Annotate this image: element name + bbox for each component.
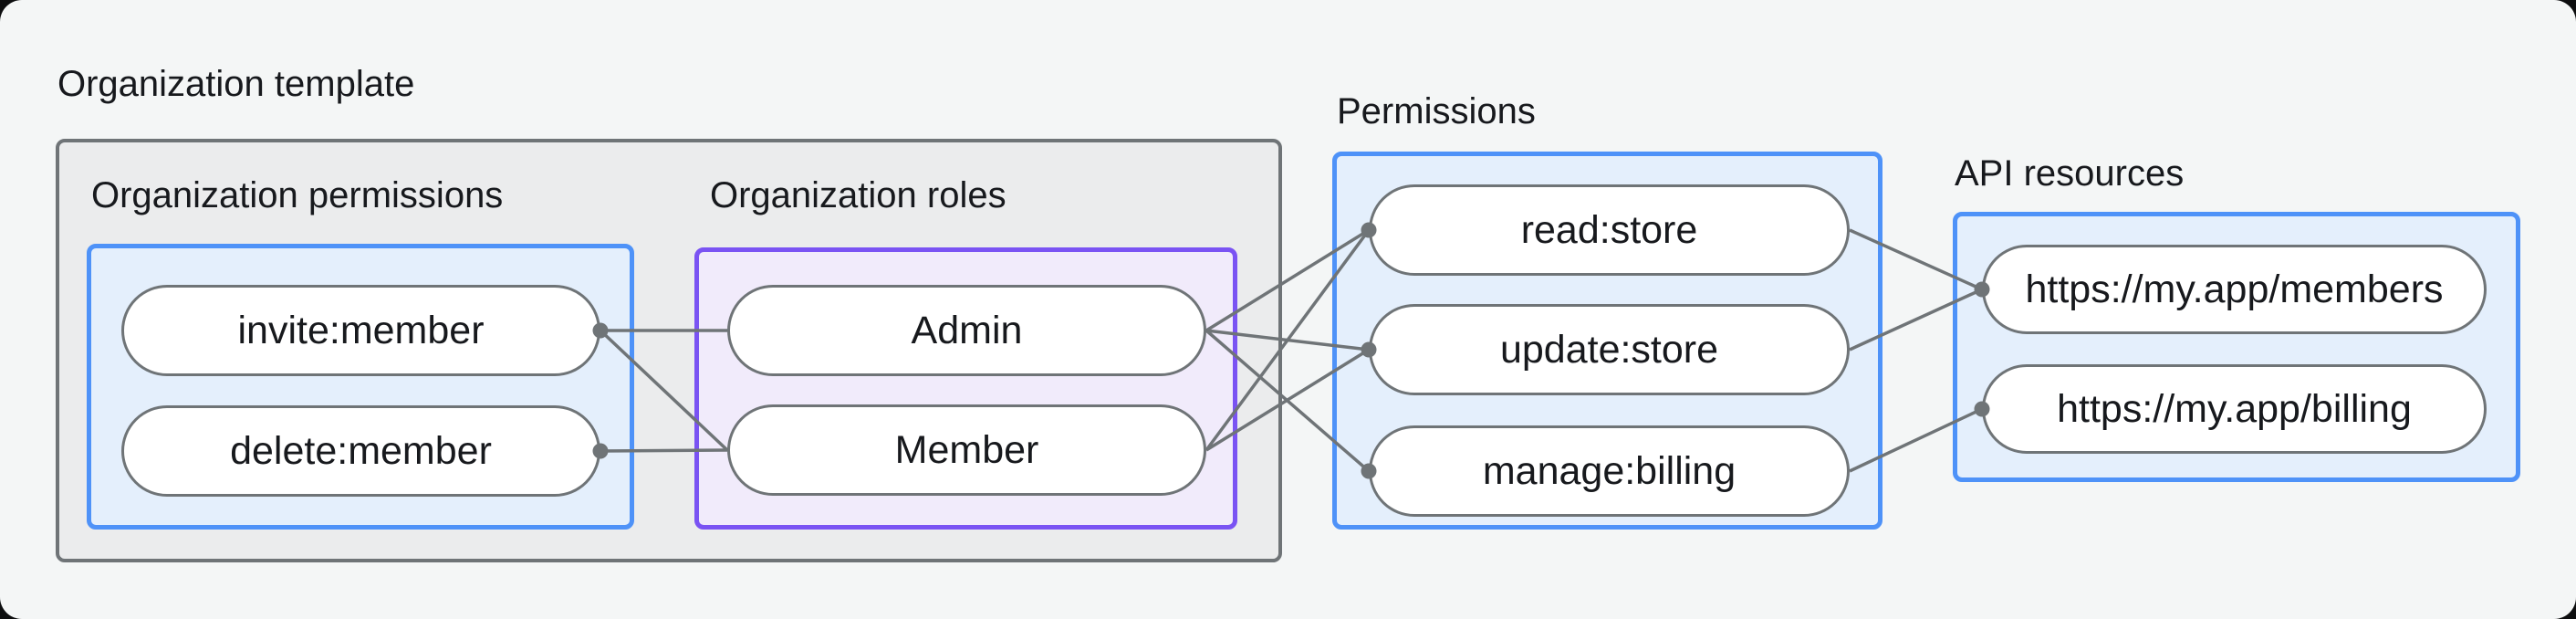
permissions-label: Permissions [1337, 91, 1536, 131]
node-api-billing-label: https://my.app/billing [2057, 386, 2412, 431]
org-roles-label: Organization roles [710, 175, 1006, 215]
node-update-store: update:store [1369, 304, 1850, 395]
node-api-members-label: https://my.app/members [2025, 267, 2444, 311]
node-read-store-label: read:store [1520, 207, 1698, 252]
node-delete-member: delete:member [121, 405, 600, 497]
node-update-store-label: update:store [1499, 327, 1719, 372]
node-api-members: https://my.app/members [1982, 245, 2487, 334]
node-admin-label: Admin [911, 308, 1023, 352]
node-invite-member-label: invite:member [237, 308, 485, 352]
node-read-store: read:store [1369, 184, 1850, 276]
org-template-label: Organization template [57, 64, 415, 104]
node-manage-billing: manage:billing [1369, 425, 1850, 517]
node-member: Member [727, 404, 1206, 496]
node-admin: Admin [727, 285, 1206, 376]
node-invite-member: invite:member [121, 285, 600, 376]
node-member-label: Member [894, 427, 1039, 472]
api-resources-label: API resources [1955, 153, 2185, 194]
org-permissions-label: Organization permissions [91, 175, 504, 215]
node-delete-member-label: delete:member [230, 428, 492, 473]
node-manage-billing-label: manage:billing [1482, 448, 1736, 493]
node-api-billing: https://my.app/billing [1982, 364, 2487, 454]
